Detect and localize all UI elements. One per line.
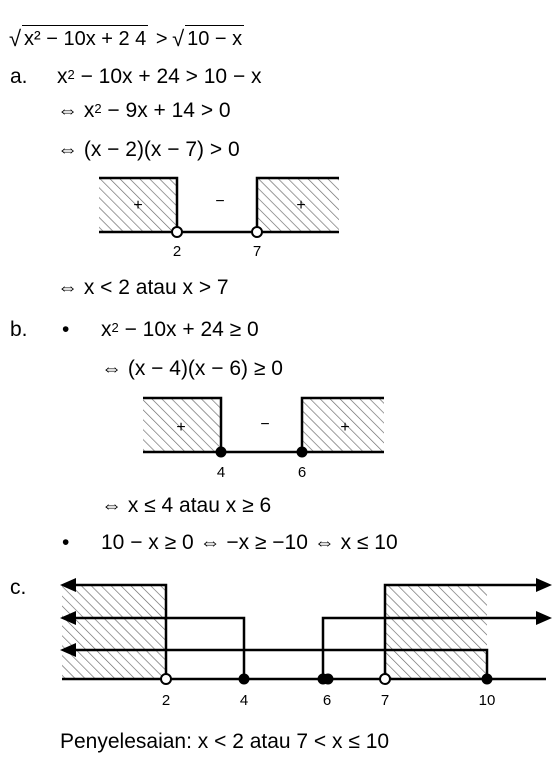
part-b-point-4: [215, 446, 227, 458]
part-b-region-left: [143, 396, 223, 452]
part-a-sign-1: +: [133, 197, 143, 214]
part-a-result: ⇔ x < 2 atau x > 7: [57, 276, 229, 299]
part-b-line1-post: − 10x + 24 ≥ 0: [118, 318, 259, 341]
part-a-sign-3: +: [296, 197, 306, 214]
part-a-point-7: [251, 226, 263, 238]
part-b-line1: x2 − 10x + 24 ≥ 0: [101, 318, 259, 344]
part-c-shade-left: [62, 585, 166, 679]
heading-inequality: √x² − 10x + 2 4 > √10 − x: [9, 25, 246, 51]
part-c-solution: Penyelesaian: x < 2 atau 7 < x ≤ 10: [60, 730, 390, 753]
part-a-line2: ⇔ x2 − 9x + 14 > 0: [57, 99, 231, 125]
part-c-point-7: [379, 673, 391, 685]
part-c-ray-x-gt-7: [383, 583, 540, 679]
sqrt-right: √10 − x: [172, 25, 245, 51]
part-a-point-2: [171, 226, 183, 238]
part-a-line1-post: − 10x + 24 > 10 − x: [74, 65, 262, 88]
part-c-point-4: [238, 673, 250, 685]
part-c-label-10: 10: [478, 692, 496, 709]
part-b-sign-3: +: [340, 419, 350, 436]
part-a-line3: ⇔ (x − 2)(x − 7) > 0: [57, 138, 240, 161]
part-a-point-label-2: 2: [172, 243, 182, 260]
arrow-left-icon: [60, 578, 76, 592]
arrow-right-icon: [536, 611, 552, 625]
part-a-line2-pre: ⇔ x: [57, 99, 95, 122]
part-b-point-label-6: 6: [297, 464, 307, 481]
part-a-shade-left: [99, 178, 177, 232]
part-b-bullet-1: •: [62, 318, 70, 341]
sqrt-left: √x² − 10x + 2 4: [9, 25, 149, 51]
arrow-left-icon: [60, 611, 76, 625]
part-a-line1-pre: x: [57, 65, 68, 88]
part-a-region-right: [255, 176, 339, 232]
part-b-sign-1: +: [176, 419, 186, 436]
part-a-shade-right: [257, 178, 339, 232]
part-b-point-label-4: 4: [216, 464, 226, 481]
part-b-sign-2: −: [260, 416, 270, 433]
part-a-line1: x2 − 10x + 24 > 10 − x: [57, 65, 262, 91]
part-a-region-left: [99, 176, 179, 232]
part-b-label: b.: [10, 318, 28, 341]
part-b-line1-pre: x: [101, 318, 112, 341]
part-a-line1-exp: 2: [67, 67, 75, 82]
part-b-shade-right: [302, 398, 384, 452]
part-c-ray-x-le-10: [70, 648, 489, 679]
part-a-label: a.: [10, 65, 28, 88]
part-a-sign-2: −: [215, 193, 225, 210]
part-c-label: c.: [10, 576, 27, 599]
heading-operator: >: [155, 28, 168, 50]
part-b-shade-left: [143, 398, 221, 452]
part-c-ray-x-lt-2: [70, 583, 168, 679]
part-a-line2-post: − 9x + 14 > 0: [101, 99, 231, 122]
part-c-ray-x-le-4: [70, 616, 246, 679]
part-c-label-4: 4: [239, 692, 249, 709]
part-b-region-right: [300, 396, 384, 452]
radical-icon: √: [9, 26, 22, 51]
arrow-right-icon: [536, 578, 552, 592]
part-c-point-2: [160, 673, 172, 685]
part-c-point-6b: [322, 673, 334, 685]
part-a-line2-exp: 2: [94, 101, 102, 116]
part-c-label-7: 7: [380, 692, 390, 709]
part-b-point-6: [296, 446, 308, 458]
part-b-bullet-2: •: [62, 531, 70, 554]
radical-icon: √: [172, 26, 185, 51]
part-b-result: ⇔ x ≤ 4 atau x ≥ 6: [101, 494, 272, 517]
part-a-point-label-7: 7: [252, 243, 262, 260]
part-c-shade-right: [385, 585, 487, 679]
part-b-line2: ⇔ (x − 4)(x − 6) ≥ 0: [101, 357, 283, 380]
part-c-label-2: 2: [161, 692, 171, 709]
part-c-ray-x-ge-6: [321, 616, 540, 679]
part-c-point-10: [481, 673, 493, 685]
part-c-label-6: 6: [322, 692, 332, 709]
sqrt-right-content: 10 − x: [185, 25, 245, 51]
sqrt-left-content: x² − 10x + 2 4: [22, 25, 149, 51]
part-b-line1-exp: 2: [111, 320, 119, 335]
arrow-left-icon: [60, 643, 76, 657]
part-b-line-bullet2: 10 − x ≥ 0 ⇔ −x ≥ −10 ⇔ x ≤ 10: [101, 531, 398, 554]
